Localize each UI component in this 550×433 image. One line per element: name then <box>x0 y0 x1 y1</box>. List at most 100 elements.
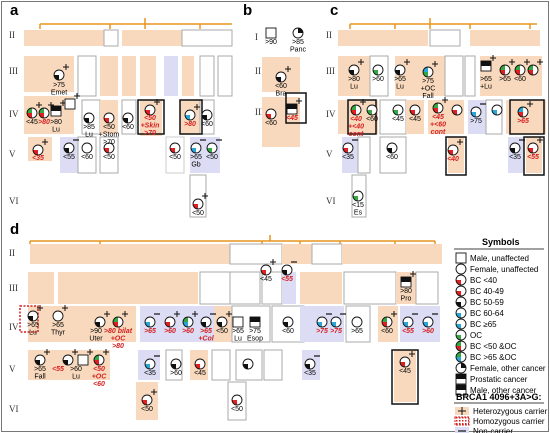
gen-label: VI <box>326 196 336 206</box>
female-symbol <box>402 313 418 328</box>
gen-label: II <box>255 66 261 76</box>
legend-label: Prostatic cancer <box>470 375 528 384</box>
individual-label: >80 bilat+OC>80 <box>104 328 133 350</box>
individual-label: <60 <box>282 328 294 335</box>
female-symbol <box>26 102 42 119</box>
individual-label: >80 <box>184 121 196 128</box>
female-symbol <box>164 311 180 328</box>
carrier-het-icon <box>455 407 469 415</box>
female-symbol <box>527 137 543 154</box>
female-symbol <box>394 59 410 76</box>
gen-label: II <box>9 248 15 258</box>
individual-label: >60 <box>372 76 384 83</box>
legend-label: BC 50-59 <box>470 298 504 307</box>
female-symbol <box>141 389 157 406</box>
individual-label: <50 <box>103 154 115 161</box>
female-symbol <box>200 313 216 328</box>
female-symbol <box>422 313 438 328</box>
individual-label: <50+OC<60 <box>92 366 108 388</box>
female-symbol <box>451 104 463 116</box>
female-symbol <box>38 102 54 119</box>
individual-label: <55 <box>527 154 539 161</box>
individual-label: <60 <box>265 120 277 127</box>
individual-label: >75 <box>330 328 342 335</box>
panel-c-letter: c <box>330 2 338 19</box>
legend-label: Female, other cancer <box>470 364 546 373</box>
legend-label: Female, unaffected <box>470 265 538 274</box>
female-symbol <box>170 358 182 370</box>
female-symbol <box>304 355 320 370</box>
female-symbol <box>83 112 95 124</box>
legend-maleother-icon <box>455 384 467 396</box>
individual-label: <45 <box>260 276 272 283</box>
legend-label: BC ≥65 <box>470 320 497 329</box>
female-symbol <box>231 394 243 406</box>
individual-label: <45 <box>26 119 38 126</box>
legend-label: BC 40-49 <box>470 287 504 296</box>
individual-label: <50 <box>206 154 218 161</box>
individual-label: <45 <box>409 116 421 123</box>
individual-label: <60 <box>381 328 393 335</box>
female-symbol <box>265 108 277 120</box>
female-symbol <box>52 305 68 322</box>
female-symbol <box>381 311 397 328</box>
individual-label: <35 <box>32 155 44 162</box>
female-symbol <box>93 349 109 366</box>
female-symbol <box>216 311 232 328</box>
individual-label: <60 <box>386 154 398 161</box>
male-symbol <box>480 55 496 72</box>
individual-label: >65+Col <box>198 328 214 343</box>
individual-label: >65 <box>517 118 529 125</box>
gen-label: VI <box>9 196 19 206</box>
gen-label: V <box>9 364 16 374</box>
female-symbol <box>112 311 128 328</box>
male-symbol <box>249 316 261 328</box>
female-symbol <box>27 305 43 322</box>
legend-bc4049-icon <box>455 285 467 297</box>
legend-label: BC <40 <box>470 276 497 285</box>
individual-label: <35 <box>342 154 354 161</box>
individual-label: >65 <box>351 328 363 335</box>
carrier-legend: BRCA1 4096+3A>G: Heterozygous carrierHom… <box>454 392 548 433</box>
female-symbol <box>34 349 50 366</box>
female-symbol <box>432 97 448 114</box>
panel-b-letter: b <box>243 2 252 19</box>
female-symbol <box>281 261 297 276</box>
female-symbol <box>470 103 486 118</box>
legend-bc40-icon <box>455 274 467 286</box>
individual-label: >60 <box>422 328 434 335</box>
female-symbol <box>103 142 115 154</box>
individual-label: >90 <box>265 39 277 46</box>
gen-label: III <box>9 66 18 76</box>
individual-label: <50 <box>231 406 243 413</box>
legend-bc5059-icon <box>455 296 467 308</box>
individual-label: <60 <box>122 124 134 131</box>
legend-bc65-icon <box>455 318 467 330</box>
individual-label: <60 <box>201 121 213 128</box>
individual-label: >65 <box>499 76 511 83</box>
panel-d-blocks <box>19 243 442 421</box>
gen-label: III <box>9 283 18 293</box>
individual-label: <50 <box>192 210 204 217</box>
individual-label: >80 <box>38 119 50 126</box>
individual-label: <45 <box>392 116 404 123</box>
gen-label: IV <box>9 322 19 332</box>
female-symbol <box>144 99 160 116</box>
carrier-label: Heterozygous carrier <box>473 407 548 416</box>
female-symbol <box>94 311 110 328</box>
individual-label: >60 <box>182 328 194 335</box>
individual-label: <35 <box>144 370 156 377</box>
legend-label: BC <50 &OC <box>470 342 517 351</box>
female-symbol <box>122 112 134 124</box>
